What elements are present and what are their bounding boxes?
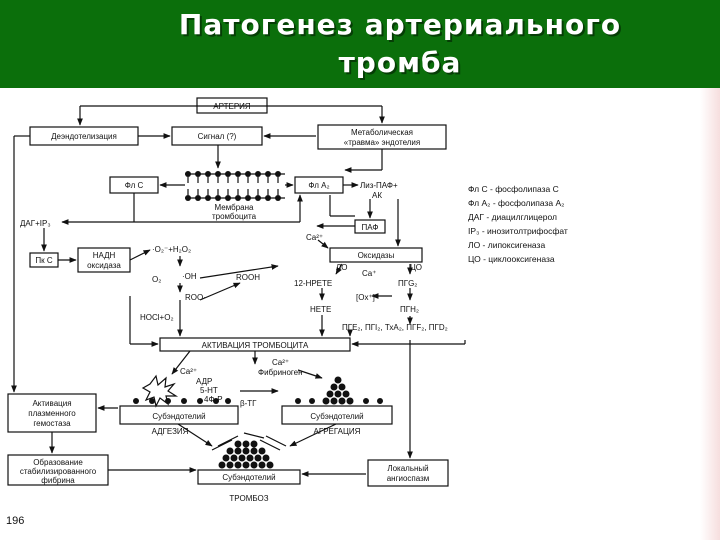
pgh2-label: ПГН₂ [400, 305, 419, 314]
thrombosis-label: ТРОМБОЗ [229, 494, 268, 503]
calcium-plus-label: Ca⁺ [362, 269, 376, 278]
metabolic-trauma-box [317, 124, 447, 150]
legend-entry: IP₃ - инозитолтрифосфат [468, 226, 568, 236]
deendothelization-label: Деэндотелизация [51, 132, 117, 141]
arteria-label: АРТЕРИЯ [213, 102, 251, 111]
nadh-oxidase-label-2: оксидаза [87, 261, 121, 270]
plasma-hemostasis-label-3: гемостаза [33, 419, 71, 428]
fibrin-strands [211, 432, 287, 451]
local-angiospasm-box [367, 459, 449, 487]
nadh-oxidase-box [77, 247, 131, 273]
plasma-hemostasis-label-1: Активация [32, 399, 71, 408]
roo-radical-label: ROO· [185, 293, 206, 302]
fibrin-formation-label-2: стабилизированного [20, 467, 97, 476]
fibrin-formation-label-3: фибрина [41, 476, 75, 485]
title-bar: Патогенез артериального тромба [0, 0, 720, 88]
prostanoids-label: ПГЕ₂, ПГI₂, ТхА₂, ПГF₂, ПГD₂ [342, 323, 448, 332]
membrane-label-1: Мембрана [215, 203, 255, 212]
subendothelium-aggregation-box [281, 405, 393, 425]
local-angiospasm-label-1: Локальный [387, 464, 428, 473]
cyclooxygenase-label: ЦО [410, 263, 422, 272]
signal-label: Сигнал (?) [198, 132, 237, 141]
lipoxygenase-label: ЛО [336, 263, 347, 272]
lyso-paf-label: Лиз-ПАФ+ [360, 181, 398, 190]
fibrinogen-label: Фибриноген [258, 368, 303, 377]
plasma-hemostasis-box [7, 393, 97, 433]
legend-entry: ЦО - циклооксигеназа [468, 254, 555, 264]
hete-label: НЕТЕ [310, 305, 331, 314]
dag-ip3-label: ДАГ+IP₃ [20, 219, 51, 228]
metabolic-trauma-label-2: «травма» эндотелия [344, 138, 420, 147]
phospholipase-c-label: Фл С [125, 181, 144, 190]
platelet-particles [133, 376, 383, 469]
slide-title-line-1: Патогенез артериального [178, 8, 622, 41]
legend-entry: Фл А₂ - фосфолипаза А₂ [468, 198, 564, 208]
plasma-hemostasis-label-2: плазменного [28, 409, 76, 418]
oxidant-label: [Ox⁺] [356, 293, 375, 302]
beta-thromboglobulin-label: β-ТГ [240, 399, 257, 408]
fibrin-formation-label-1: Образование [33, 458, 83, 467]
legend-entry: ЛО - липоксигеназа [468, 240, 545, 250]
signal-box [171, 126, 263, 146]
activated-platelet-star [141, 374, 179, 408]
oxidase-box [329, 247, 423, 263]
adhesion-label: АДГЕЗИЯ [152, 427, 189, 436]
superoxide-label: ·O₂⁻+H₂O₂ [152, 245, 191, 254]
membrane-label-2: тромбоцита [212, 212, 257, 221]
subendothelium-thrombosis-box [197, 469, 301, 485]
rooh-label: ROOH [236, 273, 260, 282]
platelet-factor-4-label: 4Ф-Р [204, 395, 223, 404]
hydroxyl-label: ·OH [182, 272, 197, 281]
fibrinogen-calcium-label: Ca²⁺ [272, 358, 289, 367]
hypochlorite-label: НОСl+O₂ [140, 313, 174, 322]
aggregation-label: АГРЕГАЦИЯ [314, 427, 361, 436]
adp-label: АДР [196, 377, 212, 386]
pgg2-label: ПГG₂ [398, 279, 417, 288]
paf-label: ПАФ [362, 223, 379, 232]
platelet-membrane-bilayer [185, 171, 285, 201]
platelet-activation-label: АКТИВАЦИЯ ТРОМБОЦИТА [202, 341, 309, 350]
abbreviation-legend: Фл С - фосфолипаза С Фл А₂ - фосфолипаза… [468, 184, 568, 264]
phospholipase-a2-label: Фл А₂ [308, 181, 329, 190]
nadh-oxidase-label-1: НАДН [93, 251, 116, 260]
legend-entry: ДАГ - диацилглицерол [468, 212, 557, 222]
hpete-label: 12-HPETE [294, 279, 332, 288]
decorative-side-strip [700, 88, 720, 540]
pathogenesis-diagram: АРТЕРИЯ Деэндотелизация Сигнал (?) Метаб… [6, 97, 568, 527]
oxygen-label: O₂ [152, 275, 161, 284]
serotonin-label: 5-НТ [200, 386, 218, 395]
metabolic-trauma-label-1: Метаболическая [351, 128, 413, 137]
protein-kinase-c-label: Пк С [35, 256, 52, 265]
legend-entry: Фл С - фосфолипаза С [468, 184, 559, 194]
calcium-label: Ca²⁺ [306, 233, 323, 242]
arachidonic-acid-label: АК [372, 191, 382, 200]
subendothelium-label-thrombosis: Субэндотелий [222, 473, 275, 482]
subendothelium-label-adhesion: Субэндотелий [152, 412, 205, 421]
secreted-calcium-label: Ca²⁺ [180, 367, 197, 376]
subendothelium-label-aggregation: Субэндотелий [310, 412, 363, 421]
diagram-arrows [11, 105, 466, 477]
oxidase-label: Оксидазы [358, 251, 395, 260]
local-angiospasm-label-2: ангиоспазм [387, 474, 430, 483]
slide-title-line-2: тромба [338, 46, 462, 79]
page-number: 196 [6, 515, 24, 527]
